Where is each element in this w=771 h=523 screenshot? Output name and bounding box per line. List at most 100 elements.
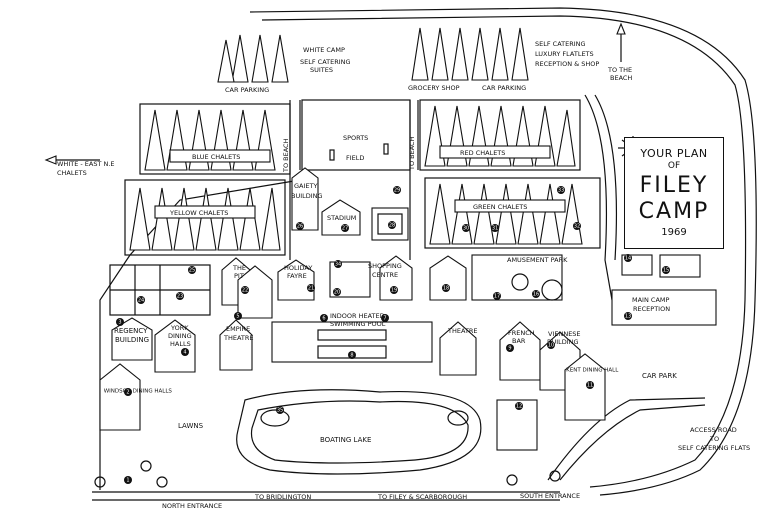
marker-22[interactable] (241, 286, 249, 294)
direction-arrows (44, 22, 626, 165)
marker-19[interactable] (390, 286, 398, 294)
title-line-4: CAMP (638, 199, 710, 224)
marker-25[interactable] (188, 266, 196, 274)
marker-number-21: 21 (308, 286, 314, 292)
blue-chalets-block[interactable] (139, 103, 291, 175)
label-york: YORK (170, 324, 189, 332)
boating-lake[interactable] (236, 389, 482, 475)
marker-2[interactable] (124, 388, 132, 396)
marker-26[interactable] (296, 222, 304, 230)
label-swimming-pool: SWIMMING POOL (330, 320, 386, 328)
marker-number-26: 26 (297, 224, 303, 230)
marker-number-28: 28 (389, 223, 395, 229)
label-access-road-3: SELF CATERING FLATS (678, 444, 750, 452)
label-white-camp: WHITE CAMP (303, 46, 345, 54)
marker-4[interactable] (181, 348, 189, 356)
marker-29[interactable] (393, 186, 401, 194)
label-green-chalets: GREEN CHALETS (473, 203, 527, 211)
marker-12[interactable] (515, 402, 523, 410)
label-the-pit-1: THE (232, 264, 246, 272)
marker-number-30: 30 (463, 226, 469, 232)
red-chalets-block[interactable] (419, 99, 581, 171)
marker-number-7: 7 (383, 316, 386, 322)
label-white-east-ne: WHITE - EAST N.E (57, 160, 115, 168)
marker-14[interactable] (624, 254, 632, 262)
label-empire-theatre: THEATRE (223, 334, 254, 342)
trees (94, 460, 561, 488)
green-chalets-block[interactable] (424, 177, 601, 249)
marker-11[interactable] (586, 381, 594, 389)
marker-1[interactable] (124, 476, 132, 484)
marker-5[interactable] (234, 312, 242, 320)
marker-35[interactable] (276, 406, 284, 414)
marker-7[interactable] (381, 314, 389, 322)
marker-number-5: 5 (236, 314, 239, 320)
label-reception: RECEPTION (633, 305, 670, 313)
gaiety-building[interactable] (291, 167, 319, 231)
marker-20[interactable] (333, 288, 341, 296)
marker-24[interactable] (137, 296, 145, 304)
marker-32[interactable] (573, 222, 581, 230)
marker-number-20: 20 (334, 290, 340, 296)
marker-number-11: 11 (587, 383, 593, 389)
marker-number-22: 22 (242, 288, 248, 294)
label-self-catering-suites-2: SUITES (310, 66, 333, 74)
marker-9[interactable] (506, 344, 514, 352)
marker-18[interactable] (442, 284, 450, 292)
marker-16[interactable] (532, 290, 540, 298)
marker-number-32: 32 (574, 224, 580, 230)
marker-10[interactable] (547, 341, 555, 349)
marker-28[interactable] (388, 221, 396, 229)
luxury-flatlets-chalets[interactable] (411, 27, 529, 81)
label-the-pit-2: PIT (234, 272, 244, 280)
label-amusement-park: AMUSEMENT PARK (507, 256, 568, 264)
marker-number-29: 29 (394, 188, 400, 194)
label-holiday: HOLIDAY (284, 264, 312, 272)
marker-number-27: 27 (342, 226, 348, 232)
marker-13[interactable] (624, 312, 632, 320)
marker-23[interactable] (176, 292, 184, 300)
marker-27[interactable] (341, 224, 349, 232)
label-stadium: STADIUM (327, 214, 356, 222)
marker-17[interactable] (493, 292, 501, 300)
marker-number-24: 24 (138, 298, 144, 304)
marker-number-15: 15 (663, 268, 669, 274)
label-shopping: SHOPPING (368, 262, 402, 270)
label-car-parking-right: CAR PARKING (482, 84, 526, 92)
label-regency: REGENCY (114, 327, 148, 335)
label-to-beach-right: TO BEACH (408, 136, 416, 171)
marker-30[interactable] (462, 224, 470, 232)
marker-number-16: 16 (533, 292, 539, 298)
label-fayre: FAYRE (287, 272, 307, 280)
white-camp-chalets[interactable] (217, 34, 289, 83)
stadium[interactable] (321, 199, 409, 241)
yellow-chalets-block[interactable] (124, 179, 286, 256)
marker-number-34: 34 (335, 262, 341, 268)
label-lawns: LAWNS (178, 422, 204, 430)
marker-34[interactable] (334, 260, 342, 268)
label-blue-chalets: BLUE CHALETS (192, 153, 240, 161)
marker-3[interactable] (116, 318, 124, 326)
label-car-parking-left: CAR PARKING (225, 86, 269, 94)
marker-number-12: 12 (516, 404, 522, 410)
marker-6[interactable] (320, 314, 328, 322)
sports-field[interactable] (301, 99, 411, 171)
title-line-1: YOUR PLAN (640, 147, 708, 160)
marker-33[interactable] (557, 186, 565, 194)
label-kent-dining-hall: KENT DINING HALL (566, 367, 619, 373)
marker-31[interactable] (491, 224, 499, 232)
label-viennese: VIENNESE (548, 330, 581, 338)
marker-8[interactable] (348, 351, 356, 359)
central-buildings[interactable] (109, 254, 717, 326)
marker-number-4: 4 (183, 350, 186, 356)
marker-number-9: 9 (508, 346, 511, 352)
label-gaiety-building: BUILDING (291, 192, 323, 200)
marker-number-14: 14 (625, 256, 631, 262)
label-self-catering-suites: SELF CATERING (300, 58, 351, 66)
marker-21[interactable] (307, 284, 315, 292)
marker-number-35: 35 (277, 408, 283, 414)
label-indoor-heated: INDOOR HEATED (330, 312, 385, 320)
marker-15[interactable] (662, 266, 670, 274)
